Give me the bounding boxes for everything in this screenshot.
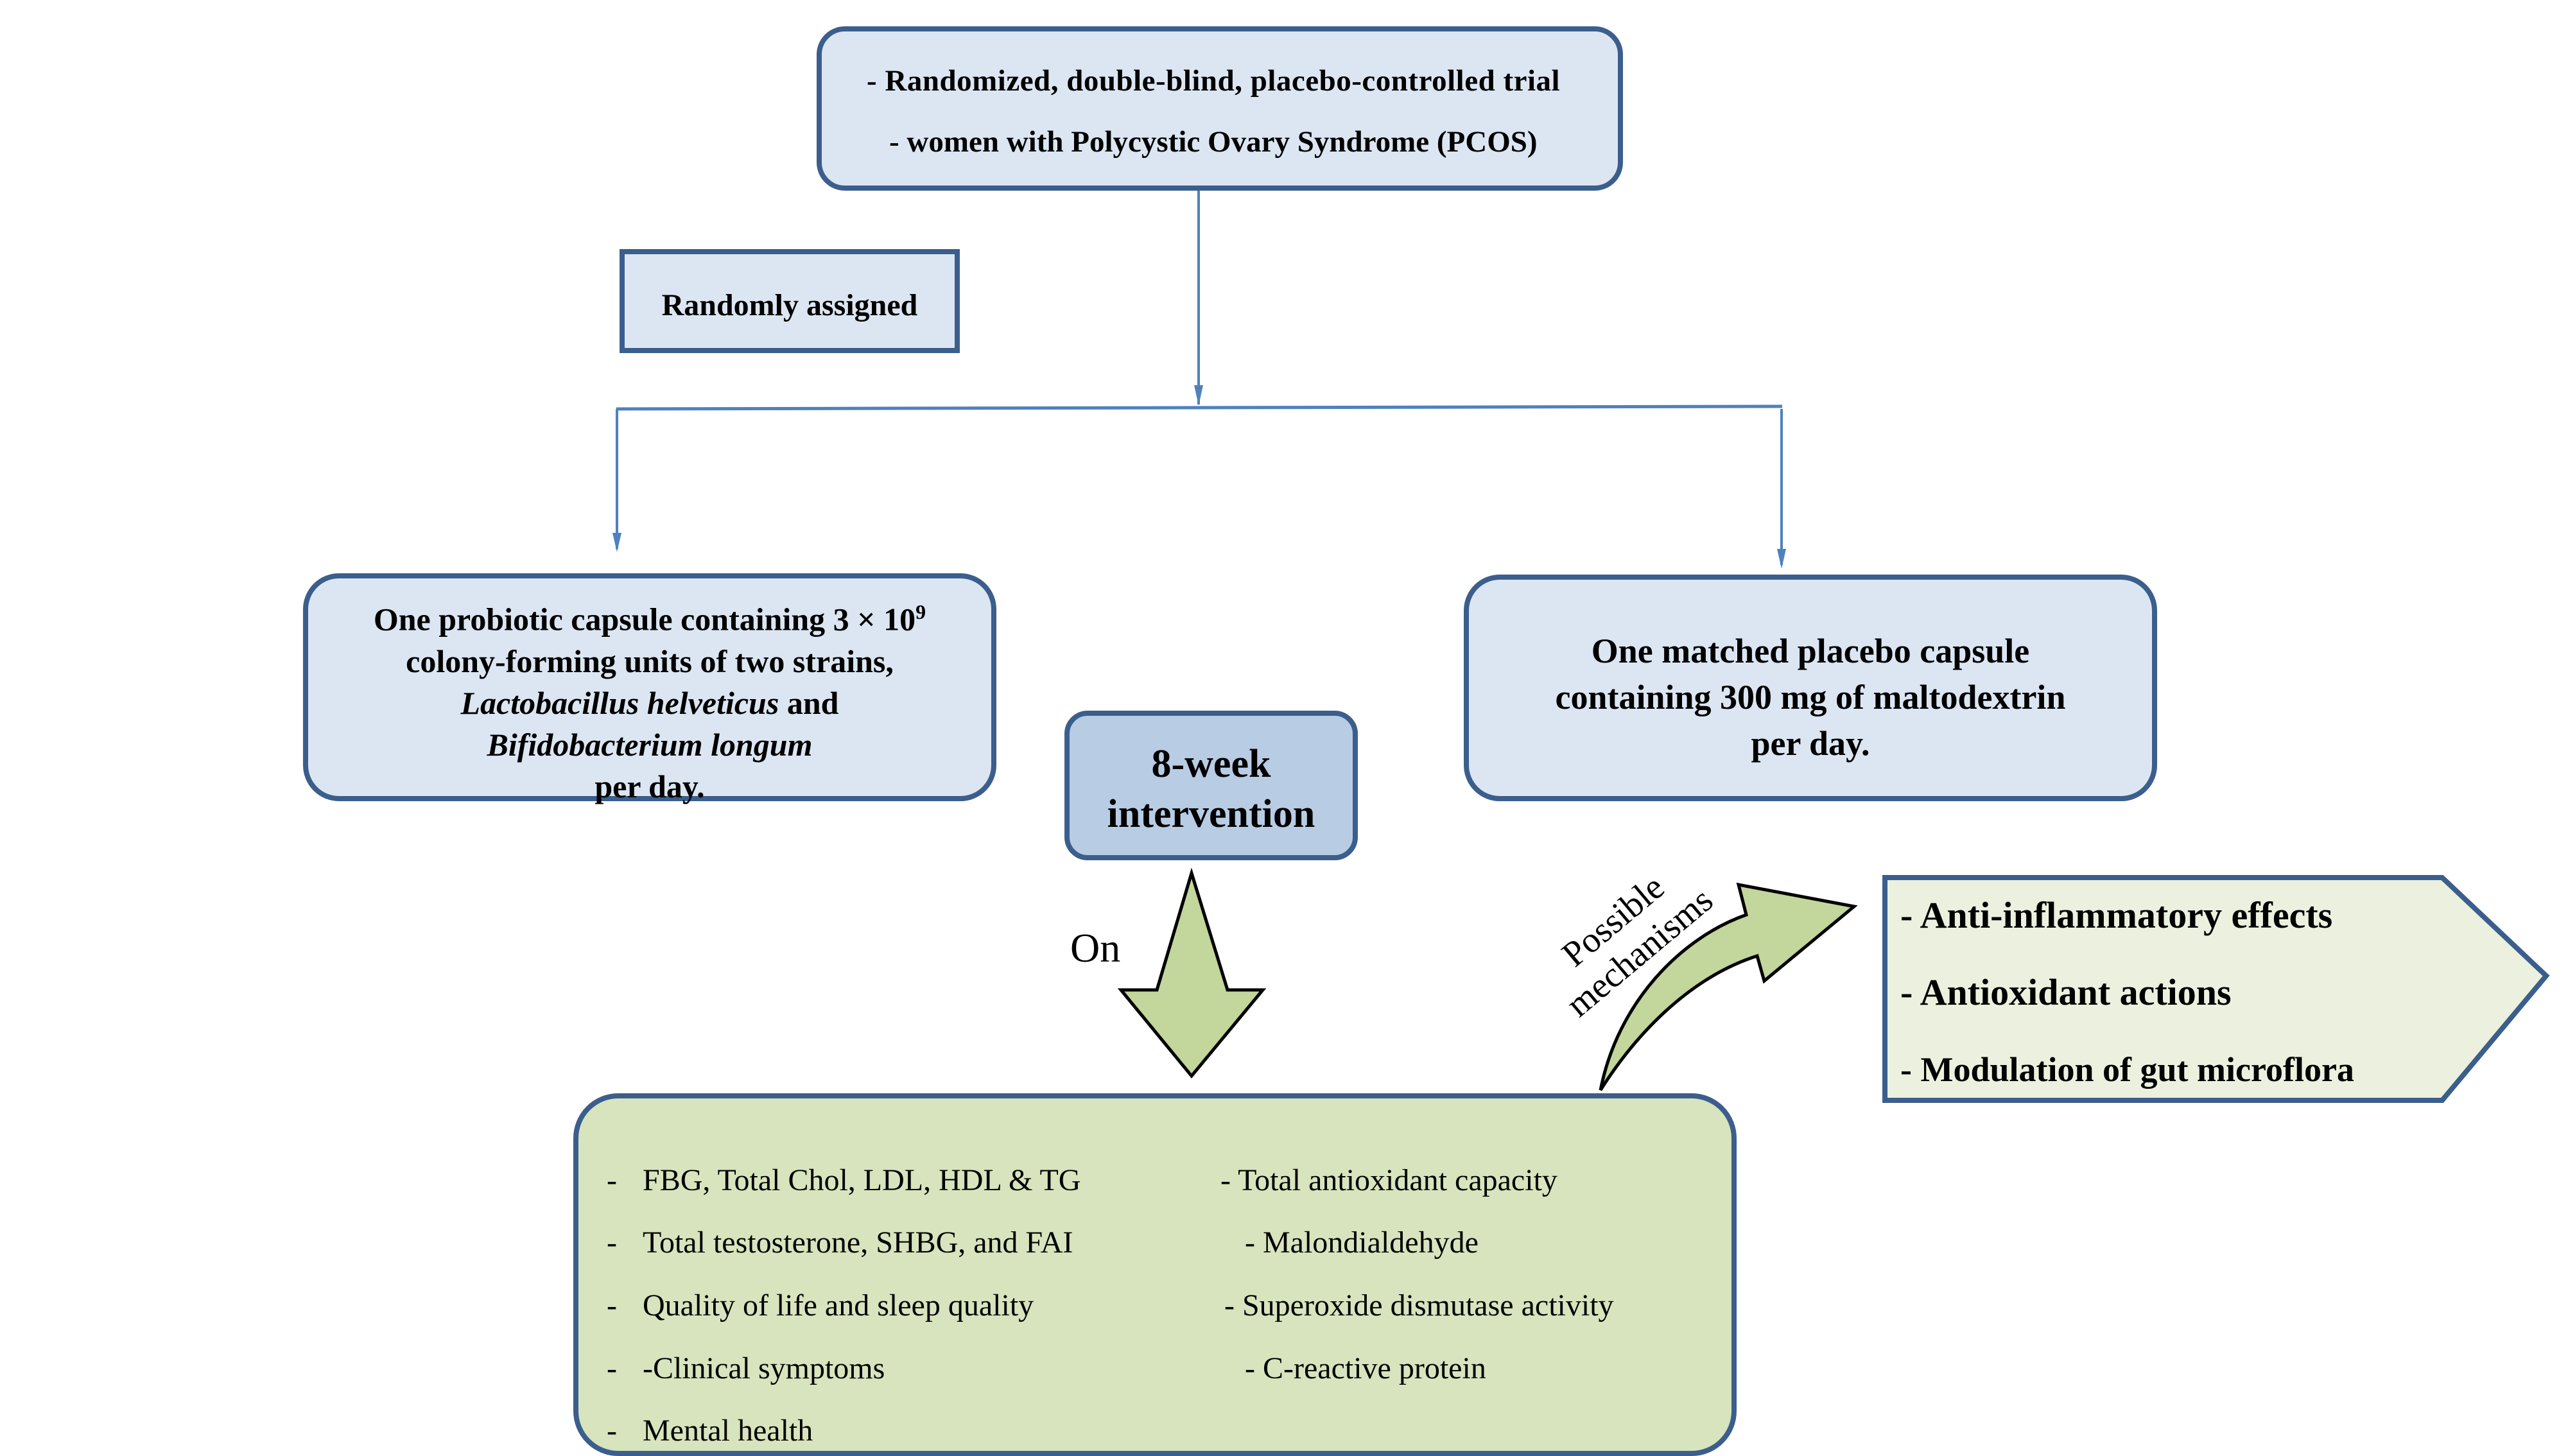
outcome-text: Mental health [643, 1414, 813, 1448]
placebo-line-2: containing 300 mg of maltodextrin [1555, 678, 2066, 716]
outcome-item: -Total testosterone, SHBG, and FAI [607, 1225, 1073, 1260]
connector-trunk-arrowhead [1194, 385, 1203, 406]
bullet-dash: - [607, 1351, 617, 1385]
strain-2: Bifidobacterium longum [487, 726, 813, 763]
outcome-text: -Clinical symptoms [643, 1351, 885, 1385]
outcome-text: Quality of life and sleep quality [643, 1288, 1034, 1322]
intervention-line-1: 8-week [1151, 742, 1271, 786]
arrowhead-right [1777, 549, 1786, 569]
placebo-line-1: One matched placebo capsule [1591, 632, 2030, 670]
outcome-item: - Malondialdehyde [1245, 1226, 1479, 1260]
outcome-item: - Superoxide dismutase activity [1224, 1288, 1614, 1322]
outcomes-box: -FBG, Total Chol, LDL, HDL & TG -Total t… [573, 1093, 1737, 1456]
study-design-line: - Randomized, double-blind, placebo-cont… [867, 64, 1561, 98]
study-population-line: - women with Polycystic Ovary Syndrome (… [889, 125, 1538, 159]
effect-item: - Anti-inflammatory effects [1900, 894, 2333, 936]
placebo-arm-box: One matched placebo capsule containing 3… [1464, 575, 2157, 801]
curved-arrow-icon [1599, 882, 1858, 1091]
study-design-box: - Randomized, double-blind, placebo-cont… [817, 26, 1623, 191]
effect-item: - Antioxidant actions [1900, 971, 2232, 1013]
connector-split [616, 404, 1783, 411]
placebo-line-3: per day. [1751, 724, 1870, 763]
probiotic-line-4: Bifidobacterium longum [308, 724, 991, 766]
outcome-item: - Total antioxidant capacity [1220, 1163, 1557, 1197]
on-label: On [1070, 925, 1121, 971]
intervention-box: 8-week intervention [1064, 711, 1358, 860]
probiotic-line-2: colony-forming units of two strains, [406, 643, 894, 679]
randomization-label: Randomly assigned [661, 288, 918, 322]
outcome-item: -FBG, Total Chol, LDL, HDL & TG [607, 1163, 1080, 1198]
outcome-item: --Clinical symptoms [607, 1351, 885, 1386]
bullet-dash: - [607, 1288, 617, 1322]
randomization-box: Randomly assigned [620, 249, 960, 353]
down-arrow-icon [1117, 867, 1267, 1079]
probiotic-line-3: Lactobacillus helveticus and [308, 682, 991, 724]
probiotic-dose-exponent: 9 [915, 600, 926, 623]
bullet-dash: - [607, 1414, 617, 1448]
arrowhead-left [612, 533, 621, 552]
and-text: and [779, 684, 839, 721]
outcome-item: - C-reactive protein [1245, 1351, 1486, 1385]
intervention-line-2: intervention [1107, 792, 1315, 836]
effect-item: - Modulation of gut microflora [1900, 1050, 2354, 1089]
outcome-item: -Quality of life and sleep quality [607, 1288, 1034, 1323]
probiotic-line-1: One probiotic capsule containing 3 × 109 [308, 591, 991, 641]
probiotic-line-5: per day. [594, 768, 705, 804]
bullet-dash: - [607, 1163, 617, 1197]
bullet-dash: - [607, 1226, 617, 1260]
probiotic-arm-box: One probiotic capsule containing 3 × 109… [303, 573, 996, 804]
probiotic-dose-text: One probiotic capsule containing 3 × 10 [373, 601, 916, 637]
outcome-text: Total testosterone, SHBG, and FAI [643, 1226, 1073, 1260]
outcome-text: FBG, Total Chol, LDL, HDL & TG [643, 1163, 1081, 1197]
outcome-item: -Mental health [607, 1413, 813, 1448]
strain-1: Lactobacillus helveticus [460, 684, 779, 721]
effects-pentagon-shape [1882, 875, 2550, 1103]
